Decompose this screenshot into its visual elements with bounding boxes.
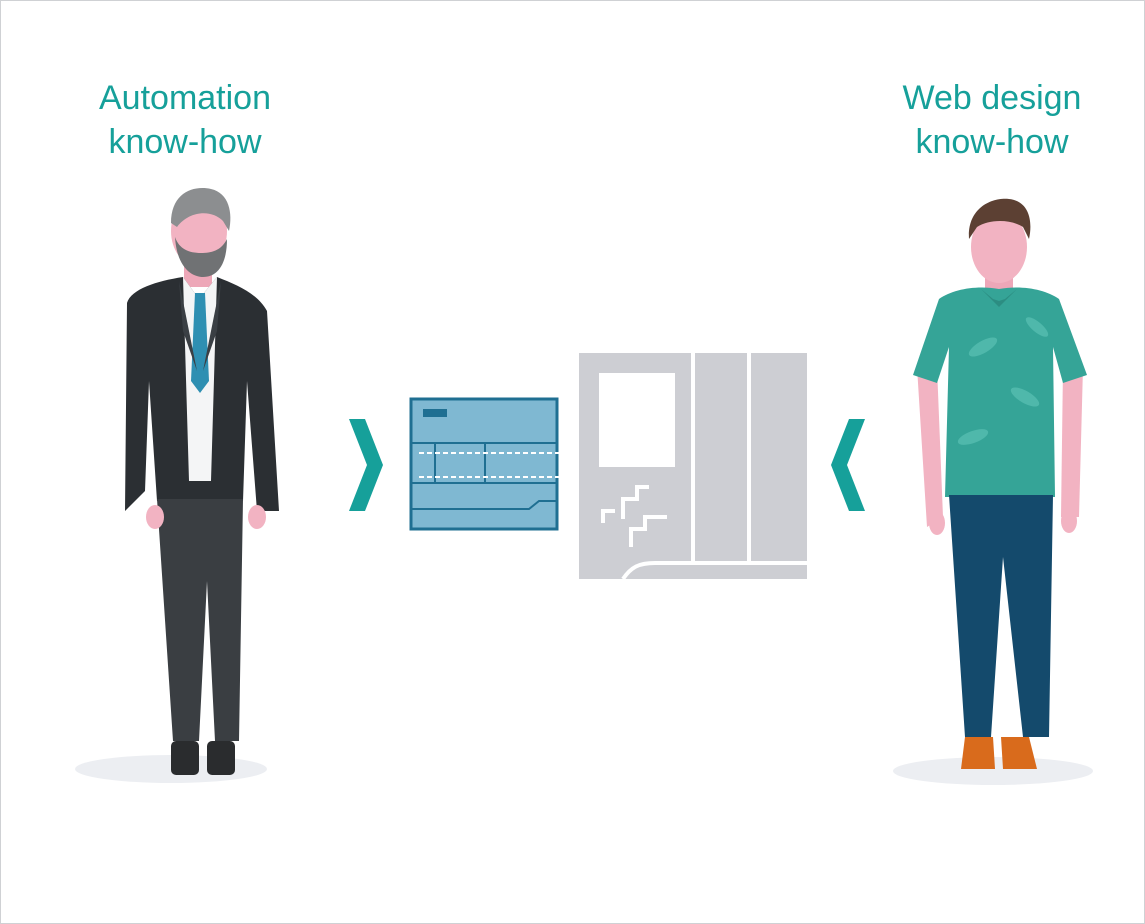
webdesign-label-line2: know-how bbox=[915, 123, 1069, 161]
plc-controller-icon bbox=[409, 397, 559, 531]
webdesign-label-line1: Web design bbox=[902, 79, 1082, 117]
chevron-left-icon bbox=[831, 419, 865, 511]
webdesign-knowhow-label: Web design know-how bbox=[881, 76, 1103, 164]
hmi-panel-icon bbox=[579, 353, 807, 579]
chevron-right-icon bbox=[349, 419, 383, 511]
web-designer-figure bbox=[893, 198, 1093, 785]
automation-label-line1: Automation bbox=[99, 79, 271, 117]
automation-label-line2: know-how bbox=[108, 123, 262, 161]
automation-engineer-figure bbox=[75, 188, 279, 783]
automation-knowhow-label: Automation know-how bbox=[85, 76, 285, 164]
